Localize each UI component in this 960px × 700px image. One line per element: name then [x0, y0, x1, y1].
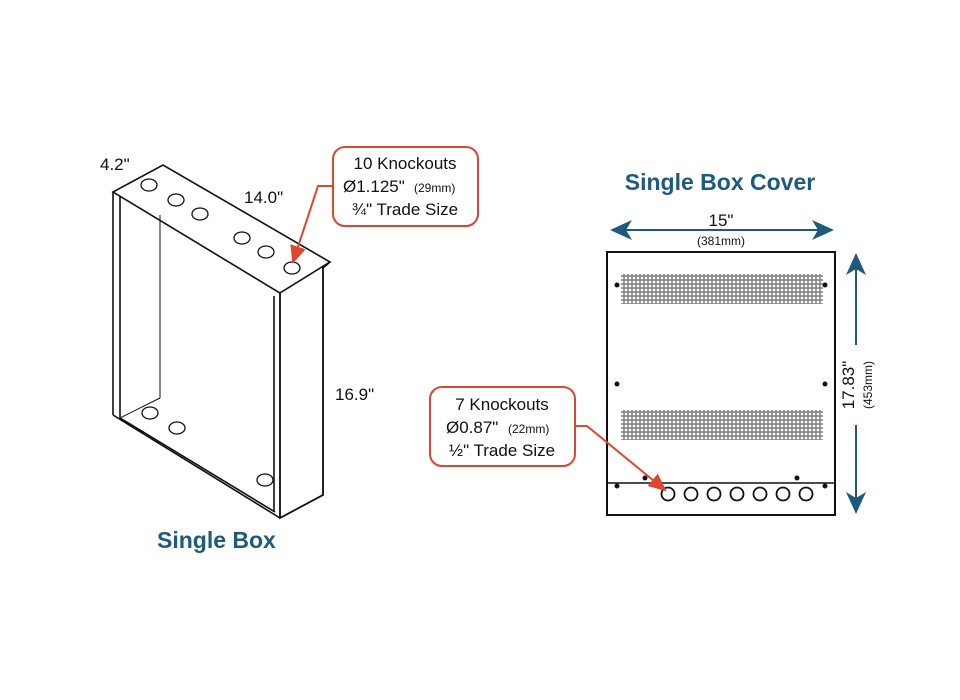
box-height-label: 16.9" — [335, 385, 374, 404]
callout-line2: Ø1.125" — [343, 177, 405, 196]
single-box-title: Single Box — [157, 527, 276, 553]
vent-bottom — [621, 410, 823, 440]
callout-line3: ¾" Trade Size — [352, 200, 458, 219]
callout-line1: 10 Knockouts — [353, 154, 456, 173]
callout-line2-mm: (22mm) — [508, 422, 549, 436]
box-width-label: 14.0" — [244, 188, 283, 207]
callout-line2-mm: (29mm) — [414, 181, 455, 195]
callout-line1: 7 Knockouts — [455, 395, 549, 414]
cover-height-mm: (453mm) — [861, 361, 875, 409]
single-box-drawing — [111, 164, 332, 520]
callout-line3: ½" Trade Size — [449, 441, 555, 460]
vent-top — [621, 274, 823, 304]
box-knockout-callout: 10 Knockouts Ø1.125" (29mm) ¾" Trade Siz… — [290, 146, 479, 264]
callout-line2: Ø0.87" — [446, 418, 498, 437]
cover-width-label: 15" — [709, 211, 734, 230]
box-depth-label: 4.2" — [100, 155, 130, 174]
cover-knockout-callout: 7 Knockouts Ø0.87" (22mm) ½" Trade Size — [429, 386, 667, 492]
cover-drawing — [606, 251, 836, 516]
cover-knockouts — [660, 486, 814, 502]
cover-width-mm: (381mm) — [697, 234, 745, 248]
cover-title: Single Box Cover — [625, 169, 815, 195]
cover-height-label: 17.83" — [839, 361, 858, 410]
